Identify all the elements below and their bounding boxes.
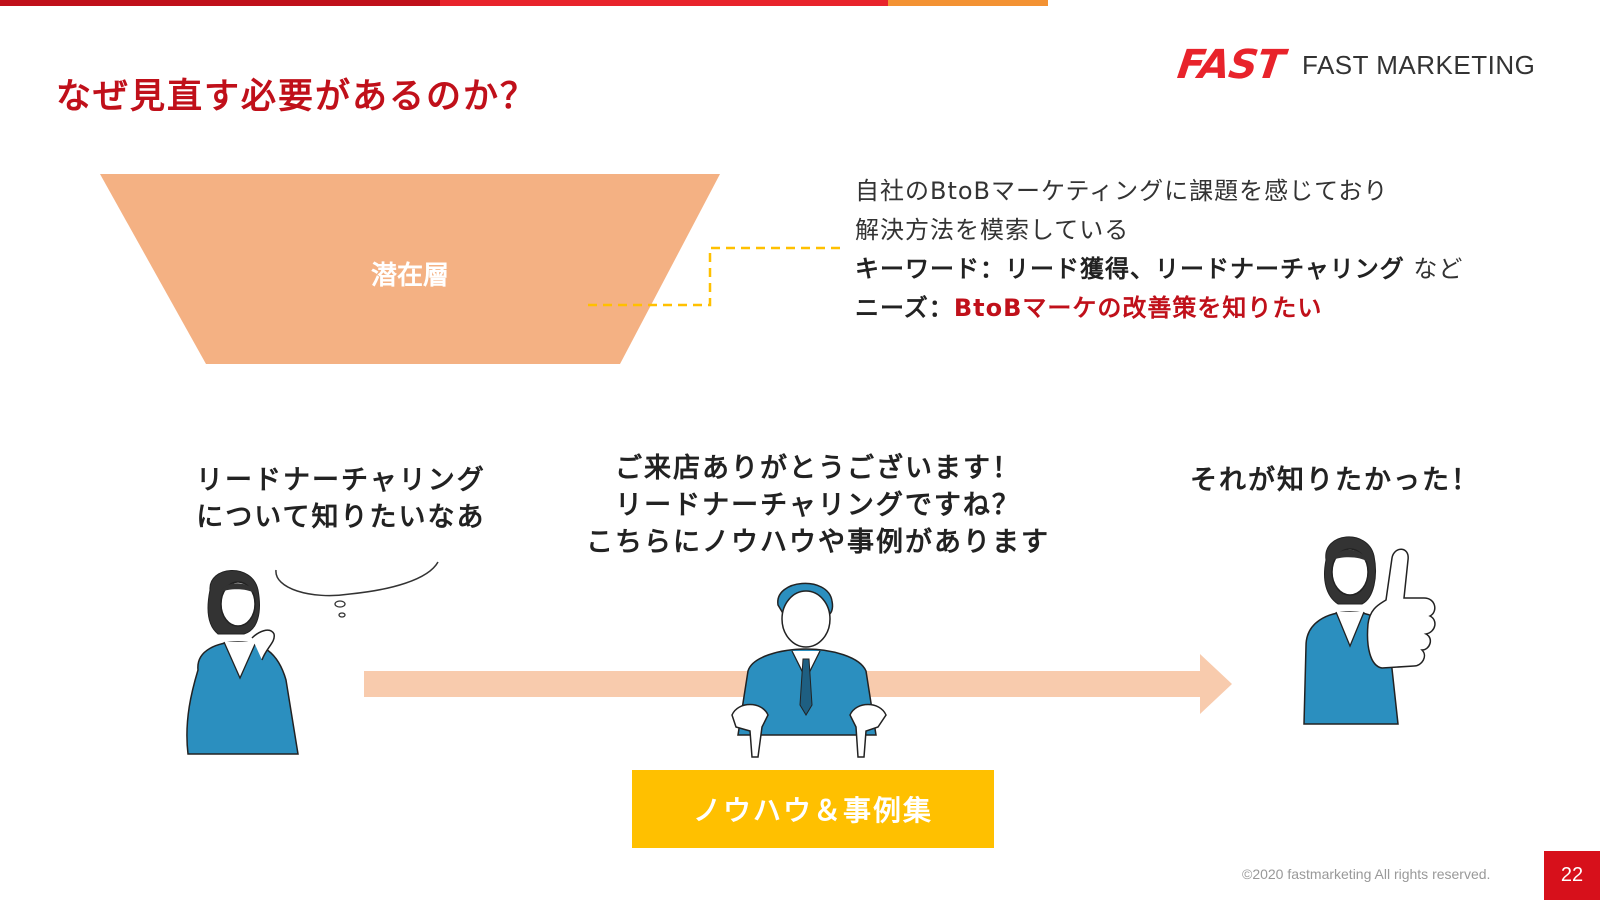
thumbs-up-woman-icon xyxy=(1303,536,1436,725)
center-speech-line-2: リードナーチャリングですね？ xyxy=(615,490,1021,521)
needs-value: BtoBマーケの改善策を知りたい xyxy=(953,294,1323,322)
logo-text: FAST MARKETING xyxy=(1302,50,1536,80)
fast-logo-mark: FAST xyxy=(1174,42,1287,88)
needs-label: ニーズ： xyxy=(855,294,954,322)
left-speech-line-1: リードナーチャリング xyxy=(196,465,486,496)
thought-bubble-icon xyxy=(275,561,439,618)
center-speech-line-1: ご来店ありがとうございます！ xyxy=(615,453,1021,484)
left-speech-line-2: について知りたいなあ xyxy=(196,502,486,533)
left-speech: リードナーチャリング について知りたいなあ xyxy=(196,462,486,536)
funnel-label: 潜在層 xyxy=(370,261,449,291)
center-speech-line-3: こちらにノウハウや事例があります xyxy=(586,527,1050,558)
right-speech: それが知りたかった！ xyxy=(1190,465,1480,496)
target-description: 自社のBtoBマーケティングに課題を感じており 解決方法を模索している キーワー… xyxy=(855,172,1463,328)
description-line-1: 自社のBtoBマーケティングに課題を感じており xyxy=(855,177,1389,205)
thinking-woman-icon xyxy=(186,570,299,755)
copyright: ©2020 fastmarketing All rights reserved. xyxy=(1242,866,1491,882)
center-speech: ご来店ありがとうございます！ リードナーチャリングですね？ こちらにノウハウや事… xyxy=(578,450,1058,561)
keyword-label: キーワード：リード獲得、リードナーチャリング xyxy=(855,255,1405,283)
top-accent-bar xyxy=(0,0,1048,6)
page-title: なぜ見直す必要があるのか？ xyxy=(56,77,538,117)
pointing-man-icon xyxy=(731,582,887,758)
description-line-2: 解決方法を模索している xyxy=(855,216,1130,244)
funnel-shape xyxy=(100,174,720,364)
keyword-suffix: など xyxy=(1404,255,1464,283)
page-number: 22 xyxy=(1544,851,1600,900)
knowhow-case-collection-box: ノウハウ＆事例集 xyxy=(632,770,994,848)
